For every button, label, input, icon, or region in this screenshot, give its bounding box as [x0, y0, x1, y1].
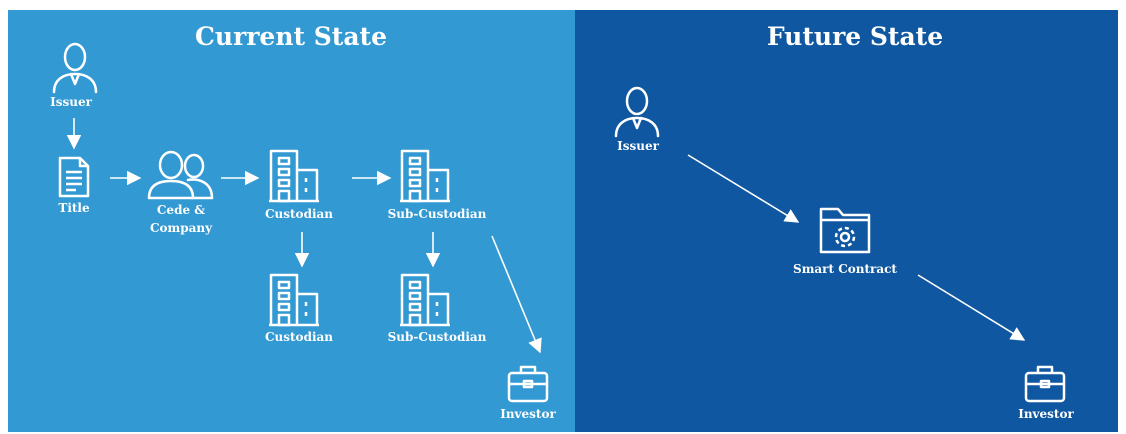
future-state-title: Future State	[766, 22, 944, 51]
building-icon	[400, 149, 450, 203]
folder-gear-icon	[819, 207, 871, 254]
issuer-label: Issuer	[50, 95, 92, 109]
current-state-title: Current State	[194, 22, 388, 51]
issuer-label-future: Issuer	[617, 139, 659, 153]
building-icon	[400, 273, 450, 327]
custodian-label-top: Custodian	[264, 207, 334, 221]
investor-label-future: Investor	[1018, 407, 1074, 421]
cede-label-line1: Cede &	[156, 203, 206, 217]
briefcase-icon	[507, 365, 549, 403]
title-doc-label: Title	[58, 201, 90, 215]
custodian-label-bottom: Custodian	[264, 330, 334, 344]
cede-label-line2: Company	[149, 221, 213, 235]
building-icon	[269, 149, 319, 203]
subcustodian-label-top: Sub-Custodian	[387, 207, 487, 221]
subcustodian-label-bottom: Sub-Custodian	[387, 330, 487, 344]
smart-contract-label: Smart Contract	[793, 262, 897, 276]
current-state-panel	[8, 10, 575, 432]
building-icon	[269, 273, 319, 327]
investor-label-current: Investor	[500, 407, 556, 421]
person-icon	[614, 86, 660, 138]
person-icon	[52, 42, 98, 94]
people-icon	[147, 150, 214, 200]
briefcase-icon	[1024, 365, 1066, 403]
document-icon	[58, 156, 90, 198]
